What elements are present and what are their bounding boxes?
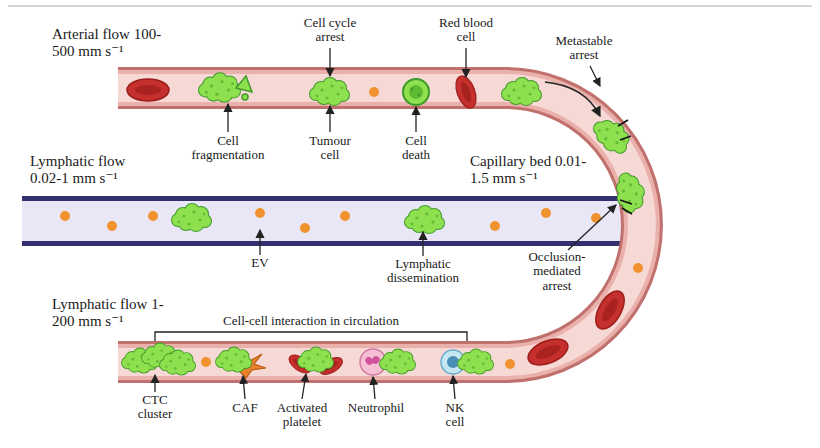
arrest-marks bbox=[618, 120, 631, 140]
tumour-cell bbox=[310, 78, 349, 105]
red-blood-cell bbox=[524, 334, 571, 370]
tumour-cell bbox=[298, 347, 333, 371]
extracellular-vesicle bbox=[201, 357, 211, 367]
dying-cell bbox=[403, 79, 429, 105]
extracellular-vesicle bbox=[633, 263, 643, 273]
callout-label: Cell fragmentation bbox=[185, 134, 271, 163]
ctc-cluster-cell bbox=[160, 350, 195, 374]
callout-label: Cell death bbox=[395, 134, 437, 163]
callout-label: NK cell bbox=[438, 401, 472, 430]
vessel-wall-inner bbox=[118, 88, 642, 362]
tumour-cell bbox=[380, 349, 415, 373]
callout-label: Cell cycle arrest bbox=[294, 16, 366, 45]
vessel-wall bbox=[118, 88, 642, 362]
lymphatic-wall bbox=[22, 196, 642, 246]
flow-label: Arterial flow 100-500 mm s⁻¹ bbox=[52, 26, 167, 59]
callout-label: Lymphatic dissemination bbox=[375, 257, 471, 286]
occlusion-marks bbox=[620, 200, 632, 214]
callout-label: Red blood cell bbox=[433, 16, 499, 45]
callout-label: Occlusion-mediated arrest bbox=[521, 250, 593, 293]
occluding-cell bbox=[614, 171, 647, 214]
callout-label: Metastable arrest bbox=[546, 34, 622, 63]
flow-label: Lymphatic flow 0.02-1 mm s⁻¹ bbox=[30, 153, 148, 186]
tumour-cell bbox=[458, 349, 493, 373]
callout-label: CAF bbox=[225, 401, 265, 415]
fragmenting-cell bbox=[199, 73, 240, 101]
extracellular-vesicle bbox=[505, 359, 515, 369]
leader-arrows bbox=[155, 48, 616, 399]
tumour-cell bbox=[172, 204, 211, 231]
flow-label: Lymphatic flow 1-200 mm s⁻¹ bbox=[52, 296, 170, 329]
red-blood-cell bbox=[127, 79, 169, 101]
flow-label: Capillary bed 0.01-1.5 mm s⁻¹ bbox=[470, 153, 588, 186]
tumour-cell bbox=[405, 206, 444, 233]
cell-fragments bbox=[236, 76, 252, 100]
callout-label: Neutrophil bbox=[341, 401, 411, 415]
lymphatic-lumen bbox=[22, 201, 642, 241]
extracellular-vesicles bbox=[60, 208, 601, 233]
tumour-cell bbox=[216, 347, 251, 371]
callout-label: CTC cluster bbox=[129, 393, 181, 422]
callout-label: EV bbox=[240, 256, 280, 270]
callout-label: Tumour cell bbox=[304, 134, 356, 163]
top-rule bbox=[8, 5, 812, 7]
transit-arrow bbox=[545, 82, 600, 116]
arrested-cell bbox=[588, 112, 635, 158]
red-blood-cell bbox=[590, 286, 630, 333]
tumour-cell bbox=[502, 78, 541, 105]
extracellular-vesicle bbox=[369, 87, 379, 97]
group-bracket bbox=[155, 332, 467, 341]
group-label: Cell-cell interaction in circulation bbox=[181, 314, 441, 328]
red-blood-cell bbox=[452, 73, 480, 111]
vessel-lumen bbox=[118, 88, 642, 362]
callout-label: Activated platelet bbox=[269, 401, 335, 430]
